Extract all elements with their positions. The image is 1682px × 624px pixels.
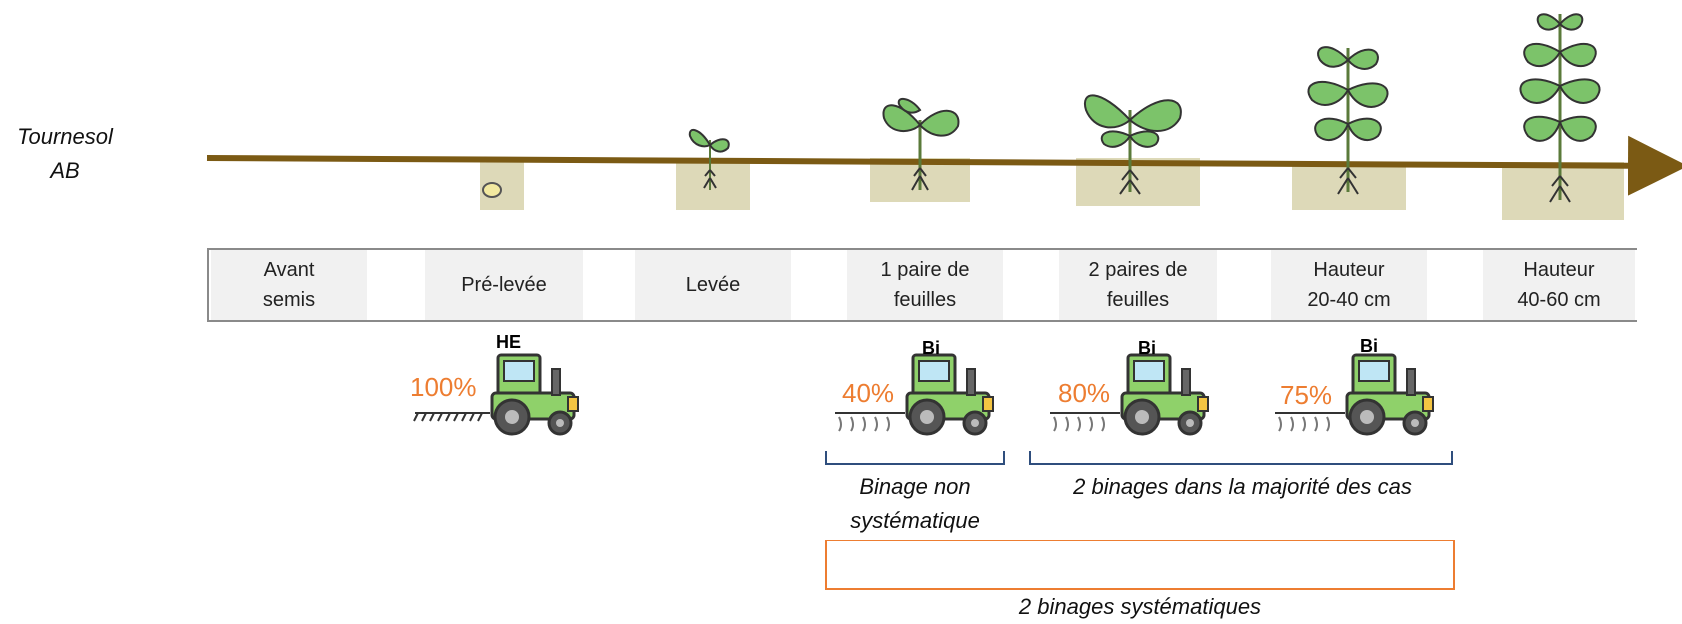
stage-pre-levee: Pré-levée — [423, 250, 585, 320]
tractor-hoe-icon — [1275, 353, 1434, 436]
note-systematic: 2 binages systématiques — [1018, 594, 1262, 619]
timeline-arrow — [206, 135, 1682, 196]
tractor-hoe-icon — [835, 353, 994, 436]
systematic-bracket — [825, 540, 1455, 590]
tractor-harrow-icon — [413, 353, 579, 436]
bracket-majority — [1029, 451, 1453, 465]
percent-he: 100% — [410, 372, 477, 402]
seedling-icon — [688, 128, 730, 190]
tool-label-bi: Bi — [1138, 338, 1156, 358]
stage-levee: Levée — [633, 250, 793, 320]
plant-40-60-icon — [1519, 13, 1601, 203]
crop-label: Tournesol AB — [0, 120, 130, 188]
note-majority: 2 binages dans la majorité des cas — [1073, 474, 1412, 499]
percent-bi-1: 40% — [842, 378, 895, 408]
plant-20-40-icon — [1307, 46, 1389, 195]
soil-patch-levee — [676, 160, 750, 210]
bracket-non-systematic — [825, 451, 1005, 465]
tractor-hoe-icon — [1050, 353, 1209, 436]
percent-bi-3: 75% — [1280, 380, 1333, 410]
tool-label-he: HE — [496, 332, 522, 352]
tool-label-bi: Bi — [922, 338, 940, 358]
seed-icon — [482, 182, 502, 198]
crop-name: Tournesol — [17, 124, 113, 149]
percent-bi-2: 80% — [1058, 378, 1111, 408]
crop-mode: AB — [50, 158, 80, 183]
tool-label-bi: Bi — [1360, 336, 1378, 356]
note-non-systematic: Binage non systématique — [850, 474, 980, 533]
plant-1-pair-icon — [882, 98, 960, 191]
plant-2-pairs-icon — [1083, 94, 1182, 195]
